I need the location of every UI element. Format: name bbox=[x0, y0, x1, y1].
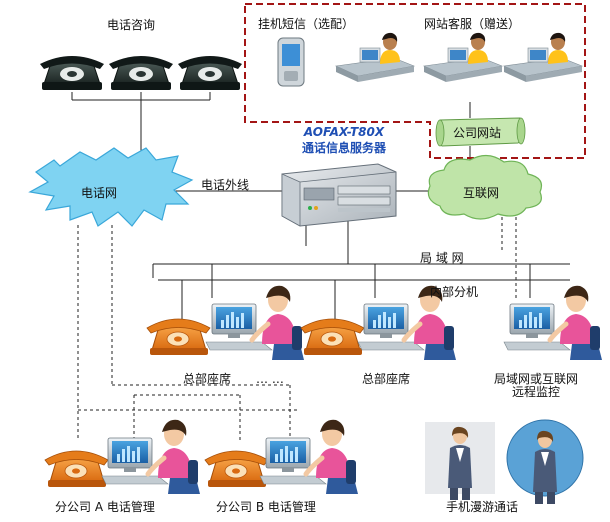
remote-monitor-label-1: 局域网或互联网 bbox=[493, 372, 578, 386]
lan-label: 局 域 网 bbox=[420, 251, 464, 265]
telephone-icon bbox=[300, 318, 365, 356]
phone-network-cloud-icon bbox=[28, 147, 194, 227]
mobile-roaming-label: 手机漫游通话 bbox=[446, 500, 519, 514]
server-icon bbox=[281, 163, 397, 227]
internet-cloud-icon bbox=[427, 154, 543, 220]
telephone-icon bbox=[39, 55, 105, 91]
remote-monitor-label-2: 远程监控 bbox=[511, 385, 560, 399]
branch-a-label: 分公司 A 电话管理 bbox=[55, 500, 155, 514]
computer-icon bbox=[206, 286, 304, 360]
telephone-icon bbox=[146, 318, 211, 356]
optional-services-box bbox=[244, 3, 586, 159]
phone-network-label: 电话网 bbox=[81, 186, 118, 200]
mobile-phone-icon bbox=[277, 37, 305, 87]
phone-consult-label: 电话咨询 bbox=[107, 18, 156, 32]
mobile-roaming-picture bbox=[425, 419, 584, 504]
hq-seat-label: 总部座席 bbox=[183, 372, 232, 386]
company-site-label: 公司网站 bbox=[453, 126, 502, 140]
server-title: AOFAX-T80X 通话信息服务器 bbox=[274, 125, 414, 156]
server-model: AOFAX-T80X bbox=[303, 125, 385, 139]
server-name: 通话信息服务器 bbox=[301, 141, 386, 155]
computer-icon bbox=[260, 420, 358, 494]
computer-icon bbox=[504, 286, 602, 360]
internet-label: 互联网 bbox=[463, 186, 500, 200]
sms-label: 挂机短信（选配） bbox=[258, 17, 355, 31]
telephone-icon bbox=[177, 55, 243, 91]
telephone-icon bbox=[204, 450, 269, 488]
operator-icon bbox=[423, 32, 503, 83]
hq-seat-label: 总部座席 bbox=[362, 372, 411, 386]
telephone-icon bbox=[44, 450, 109, 488]
web-service-label: 网站客服（赠送） bbox=[424, 17, 521, 31]
telephone-icon bbox=[108, 55, 174, 91]
computer-icon bbox=[102, 420, 200, 494]
operator-icon bbox=[503, 32, 583, 83]
ellipsis-label: … … bbox=[256, 372, 284, 386]
internal-ext-label: 内部分机 bbox=[430, 285, 479, 299]
company-site-scroll-icon bbox=[435, 117, 526, 147]
outside-line-label: 电话外线 bbox=[201, 178, 250, 192]
operator-icon bbox=[335, 32, 415, 83]
branch-b-label: 分公司 B 电话管理 bbox=[216, 500, 316, 514]
